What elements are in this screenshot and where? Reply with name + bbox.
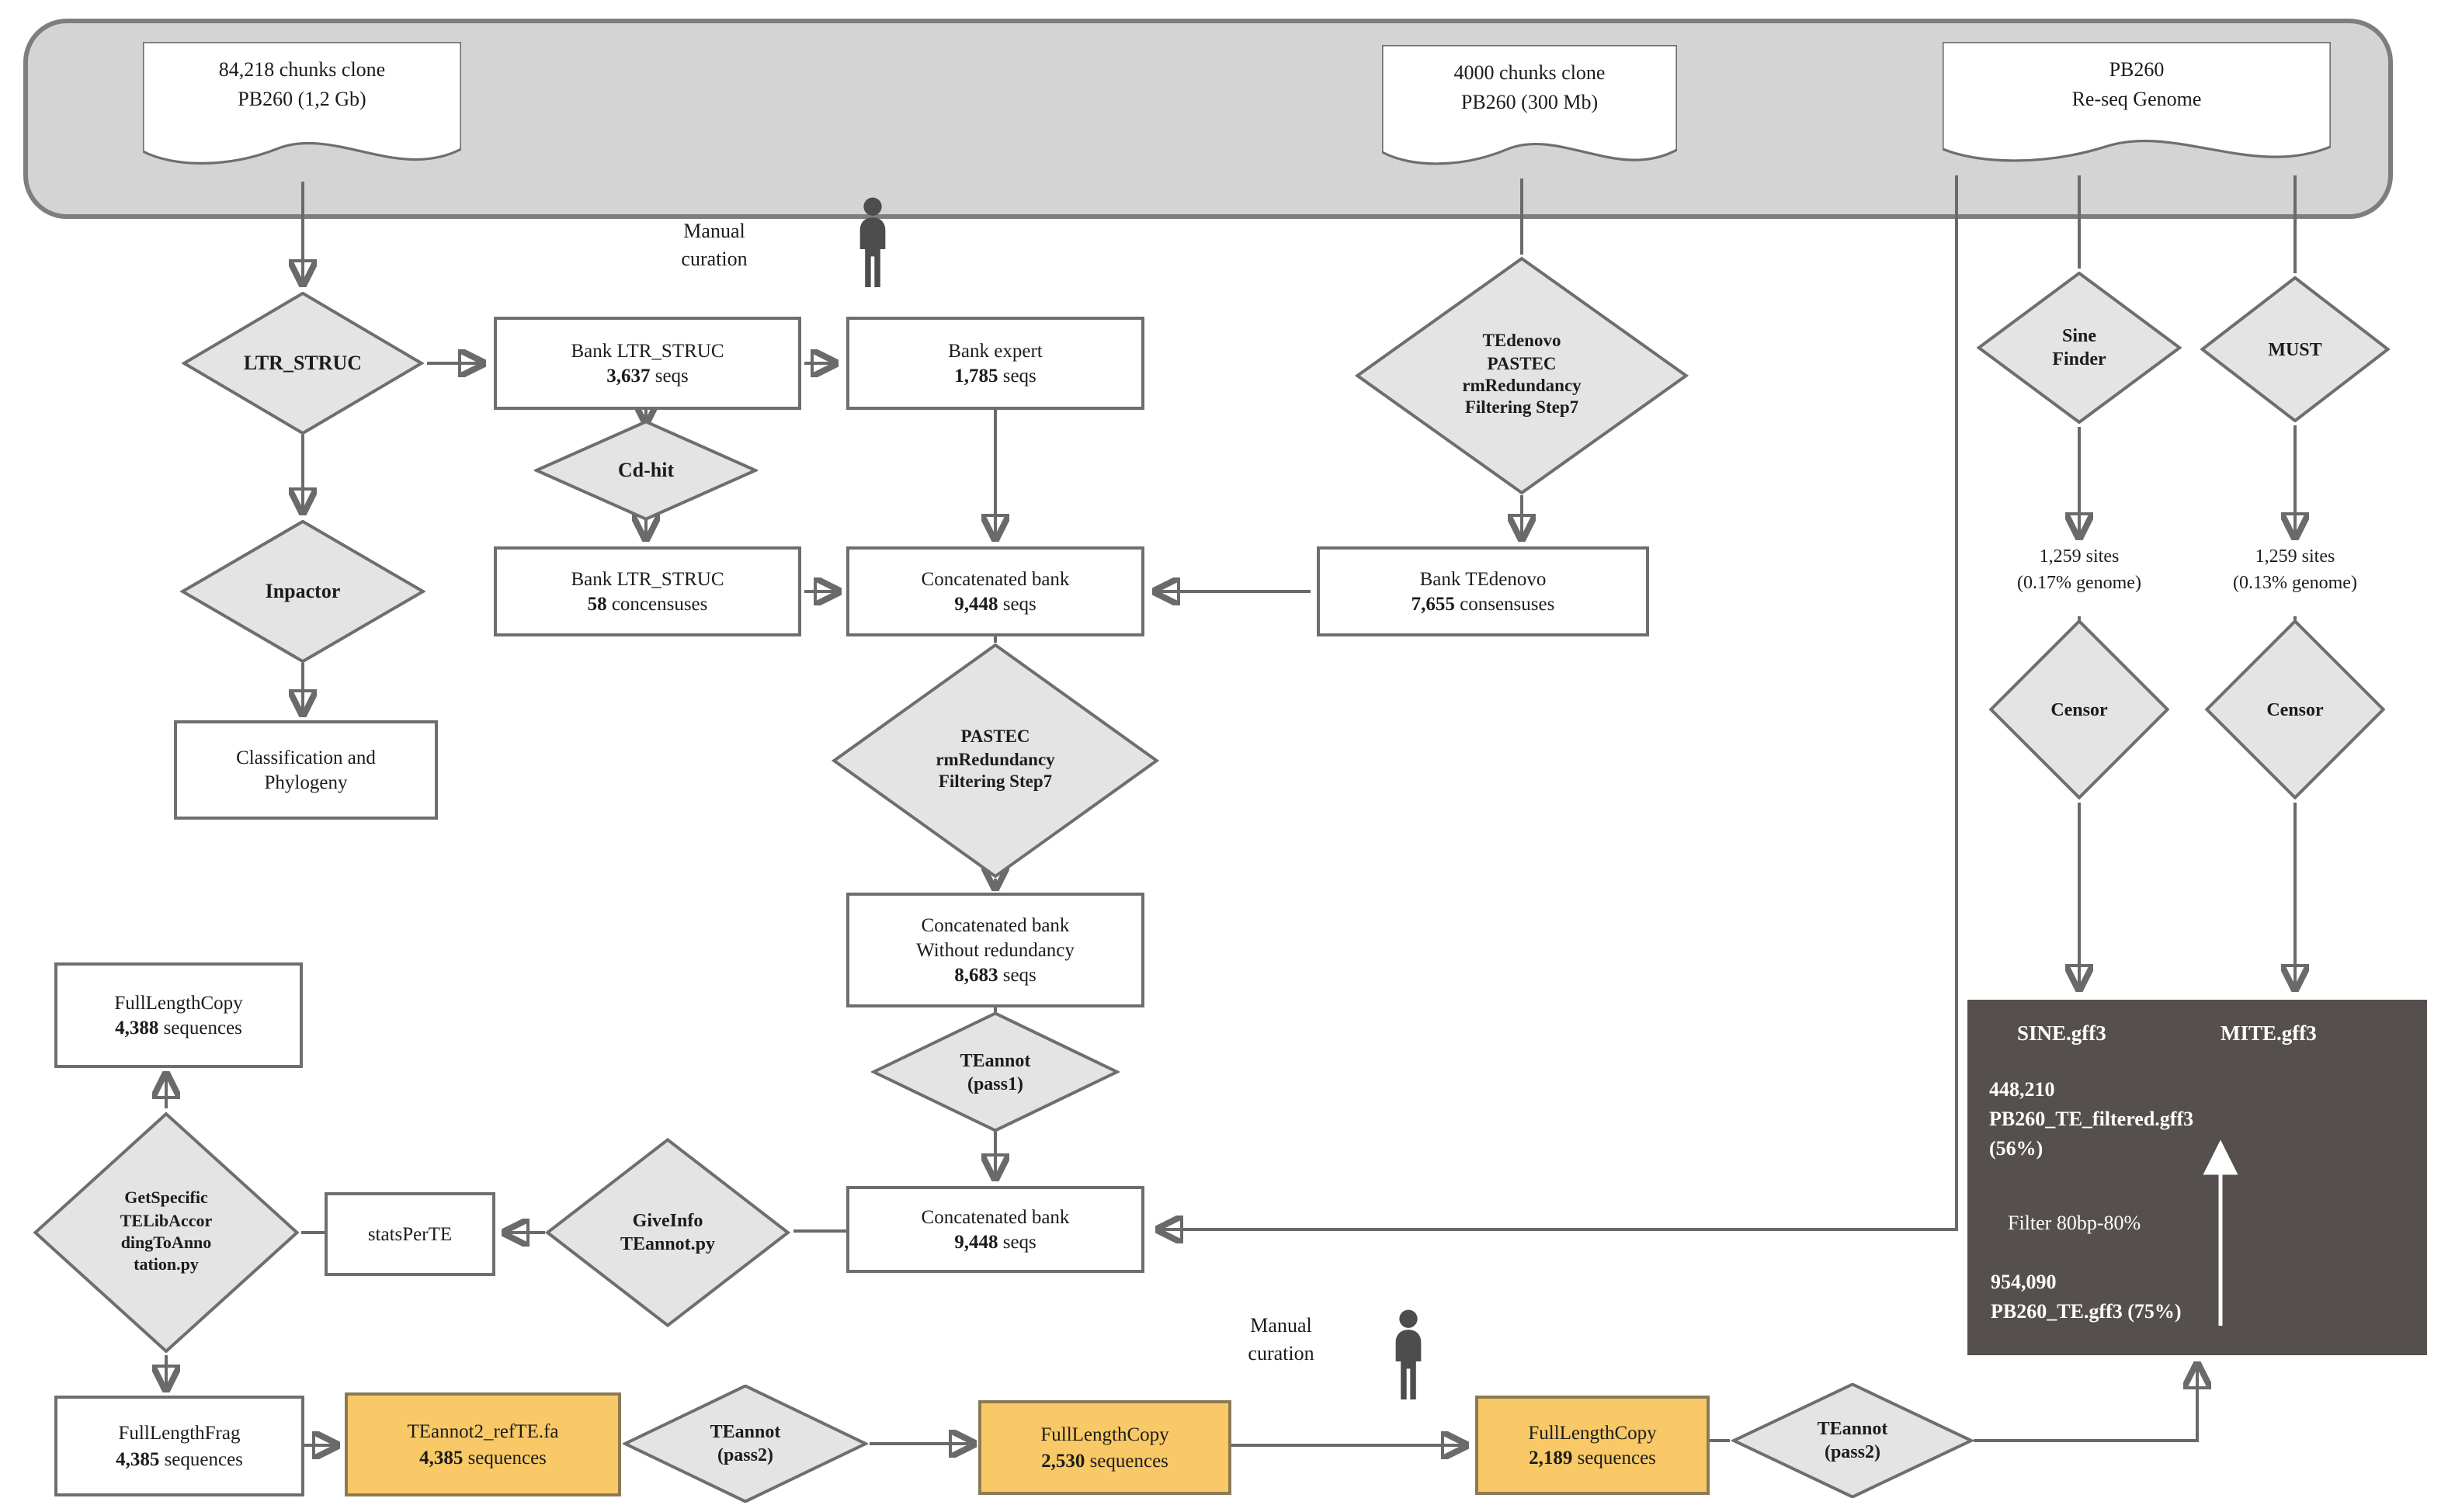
box-bank-tedenovo-7655: Bank TEdenovo 7,655 consensuses [1317, 546, 1649, 636]
diamond-tedenovo-pastec: TEdenovo PASTEC rmRedundancy Filtering S… [1354, 256, 1689, 495]
filtered-percent: (56%) [1989, 1136, 2043, 1160]
box-statsperte: statsPerTE [325, 1192, 495, 1276]
doc1-line1: 84,218 chunks clone [218, 57, 386, 81]
diamond-must: MUST [2200, 276, 2390, 422]
box-concatenated-bank-2: Concatenated bank 9,448 seqs [846, 1186, 1144, 1273]
raw-count: 954,090 [1991, 1270, 2057, 1293]
results-gff-panel: SINE.gff3 MITE.gff3 448,210 PB260_TE_fil… [1967, 1000, 2427, 1355]
document-shape [143, 42, 461, 182]
doc3-line1: PB260 [2109, 57, 2165, 81]
doc1-line2: PB260 (1,2 Gb) [238, 86, 366, 110]
sine-sites-label: 1,259 sites (0.17% genome) [2017, 545, 2141, 593]
box-concatenated-bank-nr: Concatenated bank Without redundancy 8,6… [846, 893, 1144, 1007]
diamond-cdhit: Cd-hit [534, 421, 758, 520]
box-bank-ltr-struc-3637: Bank LTR_STRUC 3,637 seqs [494, 317, 801, 410]
mite-sites-label: 1,259 sites (0.13% genome) [2233, 545, 2357, 593]
box-fulllengthcopy-2189: FullLengthCopy 2,189 sequences [1475, 1396, 1710, 1495]
diamond-getspecific-telib: GetSpecific TELibAccor dingToAnno tation… [33, 1111, 300, 1354]
manual-curation-label-2: Manual curation [1248, 1313, 1314, 1365]
box-fulllengthfrag-4385: FullLengthFrag 4,385 sequences [54, 1396, 304, 1496]
diamond-ltr-struc: LTR_STRUC [182, 292, 424, 435]
manual-curation-label-1: Manual curation [681, 219, 748, 271]
box-bank-ltr-struc-58: Bank LTR_STRUC 58 concensuses [494, 546, 801, 636]
box-classification-phylogeny: Classification and Phylogeny [174, 720, 438, 820]
doc2-line1: 4000 chunks clone [1453, 60, 1606, 84]
diamond-teannot-pass1: TEannot(pass1) [871, 1012, 1120, 1132]
box-bank-expert-1785: Bank expert 1,785 seqs [846, 317, 1144, 410]
person-icon [851, 196, 894, 292]
filtered-file: PB260_TE_filtered.gff3 [1989, 1107, 2194, 1130]
filter-up-arrow [2203, 1139, 2238, 1326]
diamond-censor-mite: Censor [2205, 619, 2385, 799]
filter-label: Filter 80bp-80% [2008, 1211, 2141, 1234]
document-shape [1382, 45, 1677, 182]
diamond-teannot-pass2-b: TEannot(pass2) [1731, 1383, 1974, 1498]
person-icon [1387, 1307, 1430, 1405]
diamond-inpactor: Inpactor [180, 520, 425, 663]
raw-file: PB260_TE.gff3 (75%) [1991, 1299, 2182, 1323]
sine-gff-label: SINE.gff3 [2017, 1021, 2106, 1045]
diamond-pastec-filtering: PASTEC rmRedundancy Filtering Step7 [831, 643, 1160, 879]
diamond-censor-sine: Censor [1989, 619, 2169, 799]
box-concatenated-bank-1: Concatenated bank 9,448 seqs [846, 546, 1144, 636]
mite-gff-label: MITE.gff3 [2221, 1021, 2317, 1045]
box-fulllengthcopy-4388: FullLengthCopy 4,388 sequences [54, 962, 303, 1068]
box-teannot2-refte: TEannot2_refTE.fa 4,385 sequences [345, 1392, 621, 1496]
diamond-teannot-pass2-a: TEannot(pass2) [623, 1385, 868, 1503]
filtered-count: 448,210 [1989, 1077, 2055, 1101]
box-fulllengthcopy-2530: FullLengthCopy 2,530 sequences [978, 1400, 1231, 1495]
doc3-line2: Re-seq Genome [2071, 86, 2202, 110]
document-shape [1943, 42, 2331, 179]
doc2-line2: PB260 (300 Mb) [1460, 89, 1599, 113]
